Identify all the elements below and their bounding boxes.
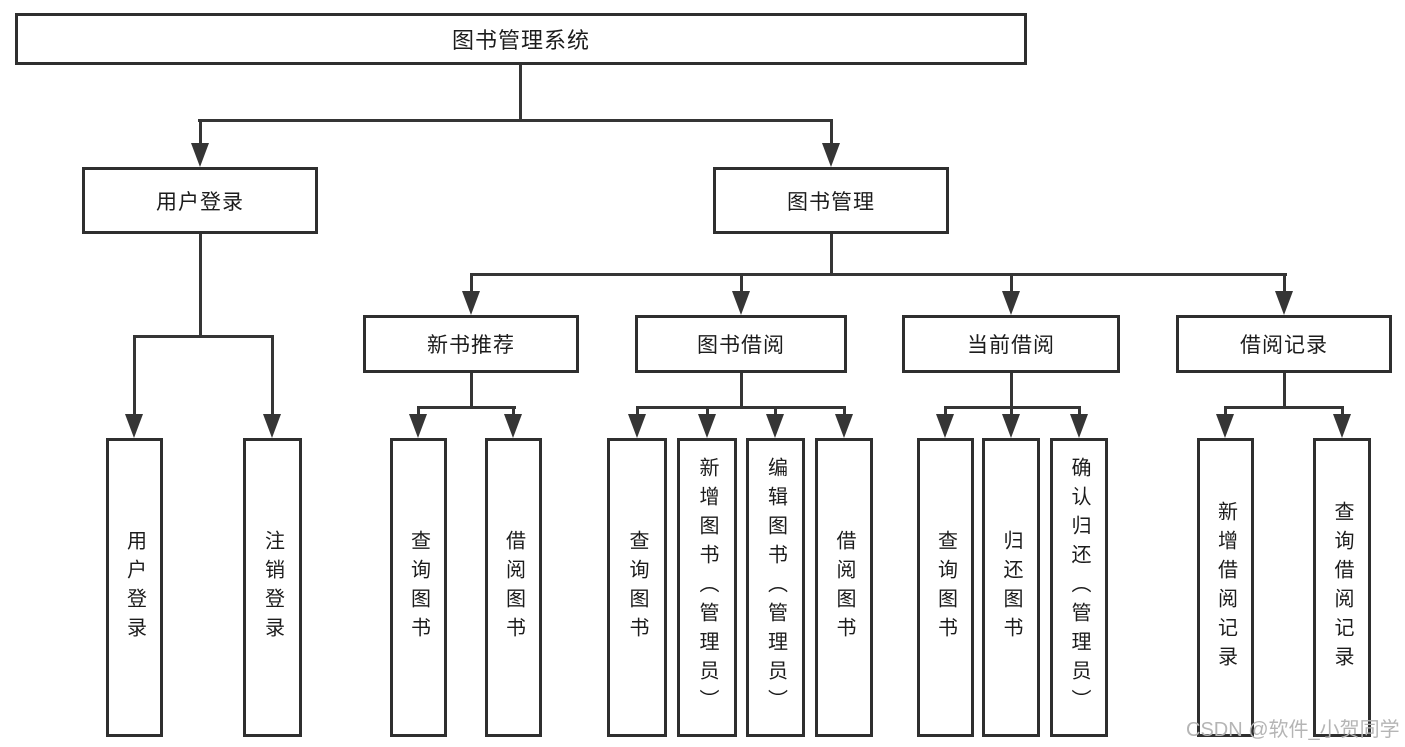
leaf-borrow-books-recommend: 借阅图书 <box>485 438 542 737</box>
connector-vline <box>199 233 202 338</box>
node-current-borrow: 当前借阅 <box>902 315 1120 373</box>
leaf-edit-books-admin: 编辑图书（管理员） <box>746 438 805 737</box>
connector-vline <box>636 406 639 417</box>
connector-vline <box>1283 372 1286 409</box>
leaf-user-login: 用户登录 <box>106 438 163 737</box>
connector-vline <box>740 372 743 409</box>
connector-hline <box>470 273 1287 276</box>
node-new-book-recommend: 新书推荐 <box>363 315 579 373</box>
leaf-query-books-borrow: 查询图书 <box>607 438 667 737</box>
arrow-down-icon <box>1216 414 1234 438</box>
arrow-down-icon <box>1333 414 1351 438</box>
connector-vline <box>1010 406 1013 417</box>
connector-hline <box>636 406 846 409</box>
connector-vline <box>1224 406 1227 417</box>
connector-vline <box>830 119 833 147</box>
connector-vline <box>271 335 274 417</box>
leaf-query-books-recommend: 查询图书 <box>390 438 447 737</box>
arrow-down-icon <box>936 414 954 438</box>
arrow-down-icon <box>822 143 840 167</box>
node-borrow-records: 借阅记录 <box>1176 315 1392 373</box>
arrow-down-icon <box>698 414 716 438</box>
watermark: CSDN @软件_小贺同学 <box>1186 719 1400 741</box>
node-book-management: 图书管理 <box>713 167 949 234</box>
arrow-down-icon <box>1070 414 1088 438</box>
connector-hline <box>417 406 516 409</box>
arrow-down-icon <box>1002 291 1020 315</box>
connector-vline <box>774 406 777 417</box>
leaf-borrow-books: 借阅图书 <box>815 438 873 737</box>
connector-hline <box>133 335 274 338</box>
connector-vline <box>843 406 846 417</box>
connector-vline <box>199 119 202 147</box>
node-book-borrow: 图书借阅 <box>635 315 847 373</box>
connector-vline <box>740 273 743 293</box>
arrow-down-icon <box>628 414 646 438</box>
leaf-label: 注销登录 <box>261 529 284 646</box>
leaf-label: 查询图书 <box>934 529 957 646</box>
connector-vline <box>830 233 833 276</box>
connector-vline <box>1341 406 1344 417</box>
leaf-label: 借阅图书 <box>833 529 855 646</box>
leaf-label: 归还图书 <box>1000 529 1022 646</box>
node-user-login: 用户登录 <box>82 167 318 234</box>
arrow-down-icon <box>409 414 427 438</box>
arrow-down-icon <box>504 414 522 438</box>
connector-vline <box>470 372 473 409</box>
connector-vline <box>944 406 947 417</box>
leaf-label: 编辑图书（管理员） <box>764 457 787 718</box>
connector-vline <box>417 406 420 417</box>
connector-vline <box>133 335 136 417</box>
leaf-logout: 注销登录 <box>243 438 302 737</box>
arrow-down-icon <box>835 414 853 438</box>
leaf-label: 查询图书 <box>626 529 648 646</box>
connector-vline <box>1078 406 1081 417</box>
arrow-down-icon <box>732 291 750 315</box>
leaf-add-books-admin: 新增图书（管理员） <box>677 438 737 737</box>
arrow-down-icon <box>263 414 281 438</box>
connector-vline <box>706 406 709 417</box>
leaf-query-borrow-record: 查询借阅记录 <box>1313 438 1371 737</box>
arrow-down-icon <box>191 143 209 167</box>
connector-vline <box>519 64 522 121</box>
node-root-library-system: 图书管理系统 <box>15 13 1027 65</box>
connector-vline <box>1010 372 1013 409</box>
connector-vline <box>1283 273 1286 293</box>
arrow-down-icon <box>766 414 784 438</box>
arrow-down-icon <box>125 414 143 438</box>
leaf-return-books: 归还图书 <box>982 438 1040 737</box>
leaf-add-borrow-record: 新增借阅记录 <box>1197 438 1254 737</box>
leaf-label: 用户登录 <box>123 529 146 646</box>
leaf-label: 借阅图书 <box>502 529 525 646</box>
connector-vline <box>470 273 473 293</box>
leaf-label: 查询图书 <box>407 529 430 646</box>
connector-vline <box>512 406 515 417</box>
leaf-query-books-current: 查询图书 <box>917 438 974 737</box>
arrow-down-icon <box>1002 414 1020 438</box>
connector-hline <box>198 119 833 122</box>
arrow-down-icon <box>1275 291 1293 315</box>
leaf-label: 新增图书（管理员） <box>696 457 718 718</box>
leaf-label: 确认归还（管理员） <box>1068 457 1090 718</box>
leaf-label: 新增借阅记录 <box>1214 500 1237 675</box>
leaf-label: 查询借阅记录 <box>1331 500 1353 675</box>
arrow-down-icon <box>462 291 480 315</box>
connector-vline <box>1010 273 1013 293</box>
connector-hline <box>1224 406 1344 409</box>
leaf-confirm-return-admin: 确认归还（管理员） <box>1050 438 1108 737</box>
